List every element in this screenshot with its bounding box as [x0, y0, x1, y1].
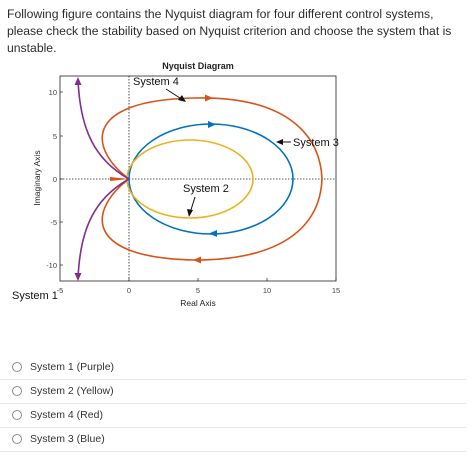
nyquist-figure: Nyquist Diagram 10 5 0 -5 -10 -5 0 5 10 … — [12, 61, 341, 308]
plot-area — [59, 75, 337, 282]
x-tick-15: 15 — [332, 286, 340, 295]
system4-label: System 4 — [133, 76, 179, 88]
y-tick-0: 0 — [53, 175, 57, 184]
option-system3-blue[interactable]: System 3 (Blue) — [0, 427, 466, 452]
annotation-system2: System 2 — [183, 183, 229, 217]
arrow-system1-bottom — [74, 273, 82, 281]
x-tick-minus5: -5 — [57, 286, 64, 295]
option-system4-red[interactable]: System 4 (Red) — [0, 403, 466, 428]
annotation-system3: System 3 — [276, 137, 339, 149]
y-tick-5: 5 — [53, 132, 57, 141]
radio-button[interactable] — [12, 410, 22, 420]
origin-cluster — [110, 177, 129, 181]
radio-button[interactable] — [12, 434, 22, 444]
system2-label: System 2 — [183, 183, 229, 195]
arrow-system3-bottom — [209, 230, 217, 237]
option-system2-yellow[interactable]: System 2 (Yellow) — [0, 379, 466, 404]
x-tick-0: 0 — [127, 286, 131, 295]
system4-curve — [101, 97, 323, 261]
option-system1-purple[interactable]: System 1 (Purple) — [0, 355, 466, 380]
option-label: System 4 (Red) — [30, 409, 103, 421]
x-tick-10: 10 — [263, 286, 271, 295]
system1-curve-lower — [77, 178, 130, 280]
radio-button[interactable] — [12, 386, 22, 396]
option-label: System 3 (Blue) — [30, 433, 105, 445]
y-axis-label: Imaginary Axis — [32, 150, 42, 205]
arrow-system4-bottom — [193, 256, 201, 264]
arrow-system4-top — [205, 94, 213, 102]
option-label: System 2 (Yellow) — [30, 385, 114, 397]
x-tick-labels: -5 0 5 10 15 — [57, 286, 341, 295]
option-label: System 1 (Purple) — [30, 361, 115, 373]
question-text: Following figure contains the Nyquist di… — [7, 7, 452, 55]
chart-title: Nyquist Diagram — [162, 61, 234, 71]
x-tick-5: 5 — [196, 286, 200, 295]
y-tick-10: 10 — [49, 88, 57, 97]
system1-curve-upper — [77, 78, 130, 180]
annotation-system4: System 4 — [133, 76, 186, 102]
arrow-system3-top — [208, 121, 216, 128]
direction-arrows — [74, 77, 217, 281]
x-axis-label: Real Axis — [180, 298, 215, 308]
system3-label: System 3 — [293, 137, 339, 149]
y-tick-labels: 10 5 0 -5 -10 — [46, 88, 57, 270]
y-tick-minus10: -10 — [46, 261, 57, 270]
arrow-system1-top — [74, 77, 82, 85]
system1-label: System 1 — [12, 290, 58, 302]
radio-button[interactable] — [12, 362, 22, 372]
y-tick-minus5: -5 — [50, 218, 57, 227]
